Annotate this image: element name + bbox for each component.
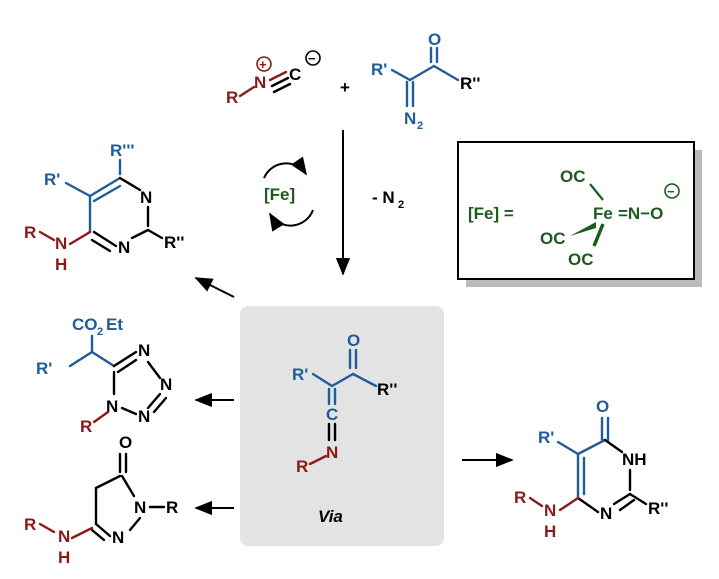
isocyanide-reactant: R N + C −: [226, 50, 321, 107]
intermediate-label: Via: [318, 507, 343, 526]
tetrazole-product: CO 2 Et R' N N N N R: [36, 315, 172, 436]
tetrazole-n4: N: [106, 397, 118, 416]
nitrosyl-minus: −: [667, 184, 675, 199]
plus-sign: +: [340, 78, 350, 97]
diazo-n: N: [404, 109, 416, 128]
negative-charge-icon: [664, 183, 680, 199]
co-ligand-top: OC: [560, 167, 586, 186]
pyrazolone-o: O: [119, 433, 132, 452]
pyrazolone-nh-n: N: [58, 527, 70, 546]
isocyanide-plus: +: [259, 57, 267, 72]
pyrimidine-n2: N: [118, 238, 130, 257]
pyrimidinone-nh: NH: [622, 450, 647, 469]
co-ligand-left: OC: [540, 229, 566, 248]
pyrimidinone-o: O: [596, 397, 609, 416]
pyrazolone-r: R: [24, 515, 36, 534]
intermediate-r2: R'': [377, 380, 397, 399]
isocyanide-n: N: [254, 73, 266, 92]
tetrazole-r1: R': [36, 359, 52, 378]
intermediate-o: O: [347, 331, 360, 350]
pyrimidine-nh-n: N: [55, 234, 67, 253]
intermediate-r: R: [296, 457, 308, 476]
tetrazole-r: R: [80, 417, 92, 436]
pyrazolone-nh-h: H: [58, 548, 70, 567]
intermediate-r1: R': [292, 365, 308, 384]
pyrazolone-n1: N: [134, 498, 146, 517]
pyrazolone-product: O N R N N H R: [24, 433, 178, 567]
pyrimidine-n1: N: [140, 188, 152, 207]
tetrazole-n2: N: [160, 375, 172, 394]
diazo-o: O: [428, 30, 441, 49]
pyrimidine-product: R''' R' N R'' N N H R: [24, 141, 184, 274]
positive-charge-icon: [256, 56, 272, 72]
tetrazole-co: CO: [72, 315, 98, 334]
pyrimidinone-r1: R': [538, 428, 554, 447]
tetrazole-et: Et: [106, 315, 123, 334]
diazo-r1: R': [371, 60, 387, 79]
fe-center: Fe: [593, 204, 613, 223]
pyrimidinone-n: N: [600, 504, 612, 523]
negative-charge-icon: [305, 50, 321, 66]
diazo-r2: R'': [460, 74, 480, 93]
intermediate-n: N: [326, 443, 338, 462]
isocyanide-minus: −: [308, 51, 316, 66]
pyrimidinone-r2: R'': [648, 499, 668, 518]
isocyanide-r: R: [226, 88, 238, 107]
pyrimidine-r1: R': [44, 170, 60, 189]
pyrazolone-n2: N: [112, 528, 124, 547]
intermediate-box: R' O R'' C N R Via: [240, 306, 444, 546]
pyrimidinone-product: O R' NH R'' N N H R: [514, 397, 668, 541]
isocyanide-c: C: [289, 65, 301, 84]
tetrazole-co2-sub: 2: [97, 326, 103, 338]
catalyst-label: [Fe]: [264, 185, 295, 204]
tetrazole-n1: N: [138, 341, 150, 360]
n2-loss-label: - N: [372, 188, 395, 207]
pyrazolone-r-n: R: [166, 498, 178, 517]
tetrazole-n3: N: [138, 407, 150, 426]
pyrimidine-nh-h: H: [55, 255, 67, 274]
pyrimidine-r3: R''': [110, 141, 134, 160]
n2-loss-sub: 2: [398, 199, 404, 211]
pyrimidinone-nh-h: H: [544, 522, 556, 541]
pyrimidine-r2: R'': [164, 233, 184, 252]
co-ligand-bottom: OC: [568, 250, 594, 269]
catalyst-box-label: [Fe] =: [468, 204, 514, 223]
intermediate-c: C: [326, 405, 338, 424]
pyrimidine-r: R: [24, 223, 36, 242]
pyrimidinone-nh-n: N: [544, 501, 556, 520]
diazo-reactant: R' O R'' N 2: [371, 30, 480, 132]
arrow-to-pyrimidine: [194, 277, 235, 298]
pyrimidinone-r: R: [514, 488, 526, 507]
nitrosyl-ligand: =N−O: [618, 204, 663, 223]
catalyst-definition-box: [Fe] = OC Fe =N−O − OC OC: [457, 141, 702, 287]
diazo-n-sub: 2: [417, 120, 423, 132]
catalytic-cycle-icon: [Fe]: [263, 156, 314, 232]
